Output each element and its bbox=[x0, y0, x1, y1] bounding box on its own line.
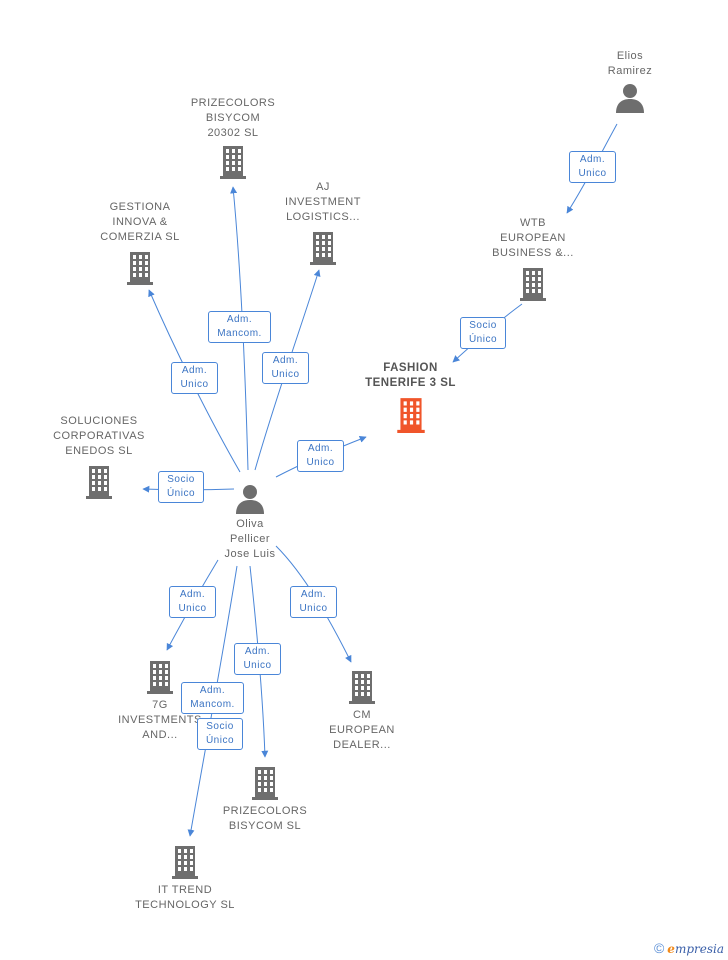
relation-badge-adm-unico[interactable]: Adm. Unico bbox=[290, 586, 337, 618]
building-icon bbox=[252, 767, 278, 800]
empresia-logo[interactable]: ©empresia bbox=[654, 940, 724, 956]
person-icon bbox=[236, 485, 264, 514]
company-label: SOLUCIONES CORPORATIVAS ENEDOS SL bbox=[53, 415, 145, 457]
person-label: Elios Ramirez bbox=[607, 50, 653, 77]
relation-badge-adm-unico[interactable]: Adm. Unico bbox=[169, 586, 216, 618]
relation-badge-adm-unico[interactable]: Adm. Unico bbox=[297, 440, 344, 472]
company-node-wtb[interactable]: WTB EUROPEAN BUSINESS &... bbox=[473, 216, 593, 301]
person-node-elios-ramirez[interactable]: Elios Ramirez bbox=[590, 49, 670, 113]
company-label: PRIZECOLORS BISYCOM SL bbox=[222, 805, 308, 832]
company-node-prizecolors[interactable]: PRIZECOLORS BISYCOM SL bbox=[205, 764, 325, 834]
company-node-it-trend[interactable]: IT TREND TECHNOLOGY SL bbox=[125, 843, 245, 913]
person-icon bbox=[616, 84, 644, 113]
relation-badge-adm-unico[interactable]: Adm. Unico bbox=[171, 362, 218, 394]
company-node-prizecolors-20302[interactable]: PRIZECOLORS BISYCOM 20302 SL bbox=[173, 96, 293, 179]
relation-badge-adm-mancom[interactable]: Adm. Mancom. bbox=[208, 311, 271, 343]
building-icon bbox=[220, 146, 246, 179]
relation-badge-adm-unico[interactable]: Adm. Unico bbox=[234, 643, 281, 675]
company-label: GESTIONA INNOVA & COMERZIA SL bbox=[100, 201, 180, 243]
person-node-oliva-pellicer[interactable]: Oliva Pellicer Jose Luis bbox=[205, 484, 295, 562]
building-icon bbox=[310, 232, 336, 265]
company-node-gestiona[interactable]: GESTIONA INNOVA & COMERZIA SL bbox=[80, 200, 200, 285]
brand-name: empresia bbox=[667, 942, 724, 956]
relation-badge-socio-unico[interactable]: Socio Único bbox=[460, 317, 506, 349]
relation-badge-adm-mancom[interactable]: Adm. Mancom. bbox=[181, 682, 244, 714]
building-icon bbox=[86, 466, 112, 499]
company-label: CM EUROPEAN DEALER... bbox=[329, 709, 395, 751]
company-node-fashion-tenerife[interactable]: FASHION TENERIFE 3 SL bbox=[348, 361, 473, 433]
company-label: WTB EUROPEAN BUSINESS &... bbox=[492, 217, 574, 259]
company-node-7g-investments[interactable]: 7G INVESTMENTS AND... bbox=[100, 658, 220, 743]
building-icon bbox=[127, 252, 153, 285]
company-label: 7G INVESTMENTS AND... bbox=[118, 699, 202, 741]
company-node-aj-investment[interactable]: AJ INVESTMENT LOGISTICS... bbox=[263, 180, 383, 265]
company-node-soluciones[interactable]: SOLUCIONES CORPORATIVAS ENEDOS SL bbox=[39, 414, 159, 499]
building-icon bbox=[396, 398, 425, 433]
relation-badge-adm-unico[interactable]: Adm. Unico bbox=[569, 151, 616, 183]
company-label: FASHION TENERIFE 3 SL bbox=[365, 362, 456, 389]
company-node-cm-european[interactable]: CM EUROPEAN DEALER... bbox=[302, 668, 422, 753]
relation-badge-adm-unico[interactable]: Adm. Unico bbox=[262, 352, 309, 384]
relation-badge-socio-unico[interactable]: Socio Único bbox=[197, 718, 243, 750]
building-icon bbox=[349, 671, 375, 704]
company-label: AJ INVESTMENT LOGISTICS... bbox=[285, 181, 361, 223]
company-label: PRIZECOLORS BISYCOM 20302 SL bbox=[190, 97, 276, 139]
person-label: Oliva Pellicer Jose Luis bbox=[224, 518, 276, 560]
building-icon bbox=[147, 661, 173, 694]
building-icon bbox=[520, 268, 546, 301]
relation-badge-socio-unico[interactable]: Socio Único bbox=[158, 471, 204, 503]
building-icon bbox=[172, 846, 198, 879]
copyright-icon: © bbox=[653, 940, 665, 956]
company-label: IT TREND TECHNOLOGY SL bbox=[135, 884, 235, 911]
